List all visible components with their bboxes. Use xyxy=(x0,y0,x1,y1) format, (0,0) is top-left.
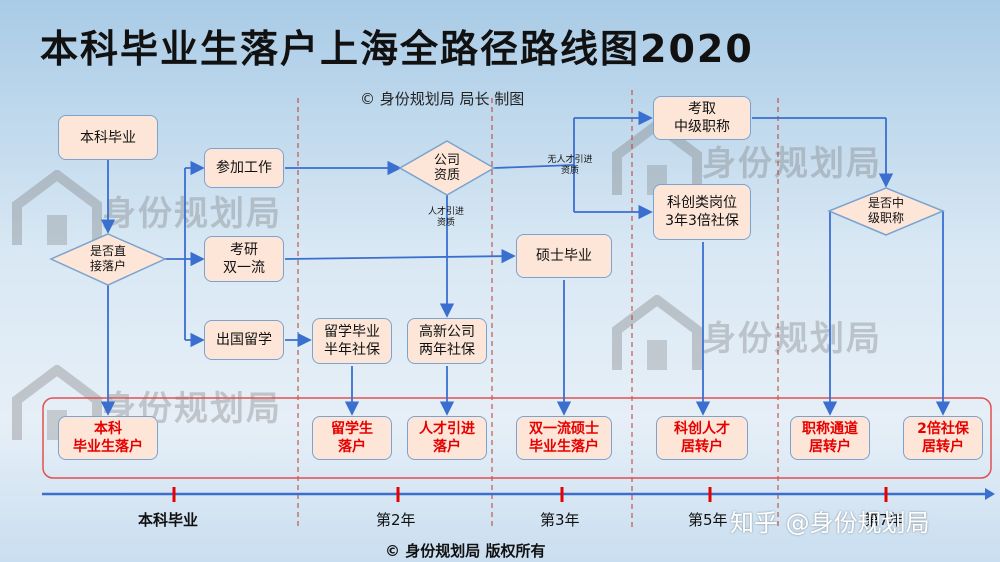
company-decision-diamond xyxy=(398,140,496,196)
watermark-logo-icon xyxy=(612,295,702,370)
node-graduate: 本科毕业 xyxy=(58,115,158,160)
credit-bottom: © 身份规划局 版权所有 xyxy=(385,542,546,560)
node-mid-title: 考取 中级职称 xyxy=(653,96,751,140)
watermark-text: 身份规划局 xyxy=(702,143,882,184)
page-title: 本科毕业生落户上海全路径路线图2020 xyxy=(40,27,754,71)
watermark: 身份规划局 xyxy=(612,295,882,375)
outcome-container xyxy=(42,397,992,479)
outcome-box: 人才引进 落户 xyxy=(407,416,487,460)
node-master: 硕士毕业 xyxy=(516,234,612,278)
outcome-box: 双一流硕士 毕业生落户 xyxy=(516,416,612,460)
direct-decision-label: 是否直 接落户 xyxy=(89,244,126,273)
mid-decision-diamond xyxy=(827,187,945,236)
watermark-text: 身份规划局 xyxy=(702,318,882,359)
node-abroad: 出国留学 xyxy=(204,320,284,360)
watermark: 身份规划局 xyxy=(12,170,282,250)
timeline-label: 第5年 xyxy=(688,511,728,529)
timeline-label: 本科毕业 xyxy=(138,511,199,529)
company-decision-label: 公司 资质 xyxy=(433,153,460,183)
outcome-box: 本科 毕业生落户 xyxy=(58,416,158,460)
watermark-text: 身份规划局 xyxy=(102,193,282,234)
node-work: 参加工作 xyxy=(204,148,284,188)
watermark-logo-icon xyxy=(12,170,102,245)
label-no-talent: 无人才引进 资质 xyxy=(547,155,593,176)
outcome-box: 留学生 落户 xyxy=(312,416,392,460)
label-talent: 人才引进 资质 xyxy=(427,207,464,228)
timeline-label: 第2年 xyxy=(376,511,416,529)
node-tech-post: 科创类岗位 3年3倍社保 xyxy=(653,184,751,240)
node-exam: 考研 双一流 xyxy=(204,236,284,282)
node-abroad-grad: 留学毕业 半年社保 xyxy=(312,318,392,364)
mid-decision-label: 是否中 级职称 xyxy=(867,196,904,225)
timeline xyxy=(42,487,995,502)
flow-arrows xyxy=(100,110,951,416)
direct-decision-diamond xyxy=(49,233,167,286)
outcome-box: 科创人才 居转户 xyxy=(656,416,748,460)
timeline-label: 第3年 xyxy=(540,511,580,529)
zhihu-watermark: 知乎 @身份规划局 xyxy=(730,509,930,537)
outcome-box: 职称通道 居转户 xyxy=(790,416,870,460)
node-hitech: 高新公司 两年社保 xyxy=(407,318,487,364)
outcome-box: 2倍社保 居转户 xyxy=(903,416,983,460)
timeline-label: 第7年 xyxy=(864,511,904,529)
credit-top: © 身份规划局 局长 制图 xyxy=(360,90,525,108)
